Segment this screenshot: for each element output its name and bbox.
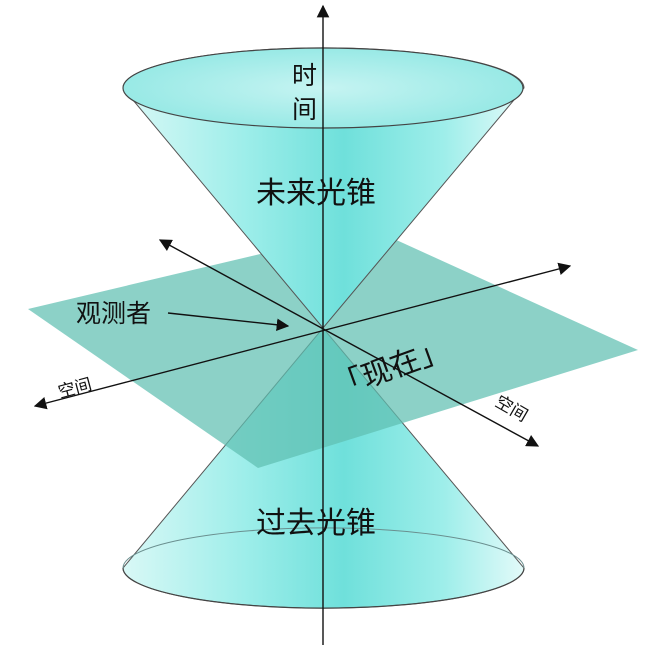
future-cone-label: 未来光锥 [256, 176, 376, 211]
past-cone-label: 过去光锥 [256, 506, 376, 541]
space-axis-diagonal [158, 239, 540, 447]
space-label-right: 空间 [492, 392, 531, 426]
space-label-left: 空间 [56, 375, 94, 403]
observer-label: 观测者 [76, 299, 151, 328]
time-axis-label-1: 时 [292, 61, 317, 90]
time-axis-label-2: 间 [292, 95, 317, 124]
observer-pointer [167, 312, 290, 332]
